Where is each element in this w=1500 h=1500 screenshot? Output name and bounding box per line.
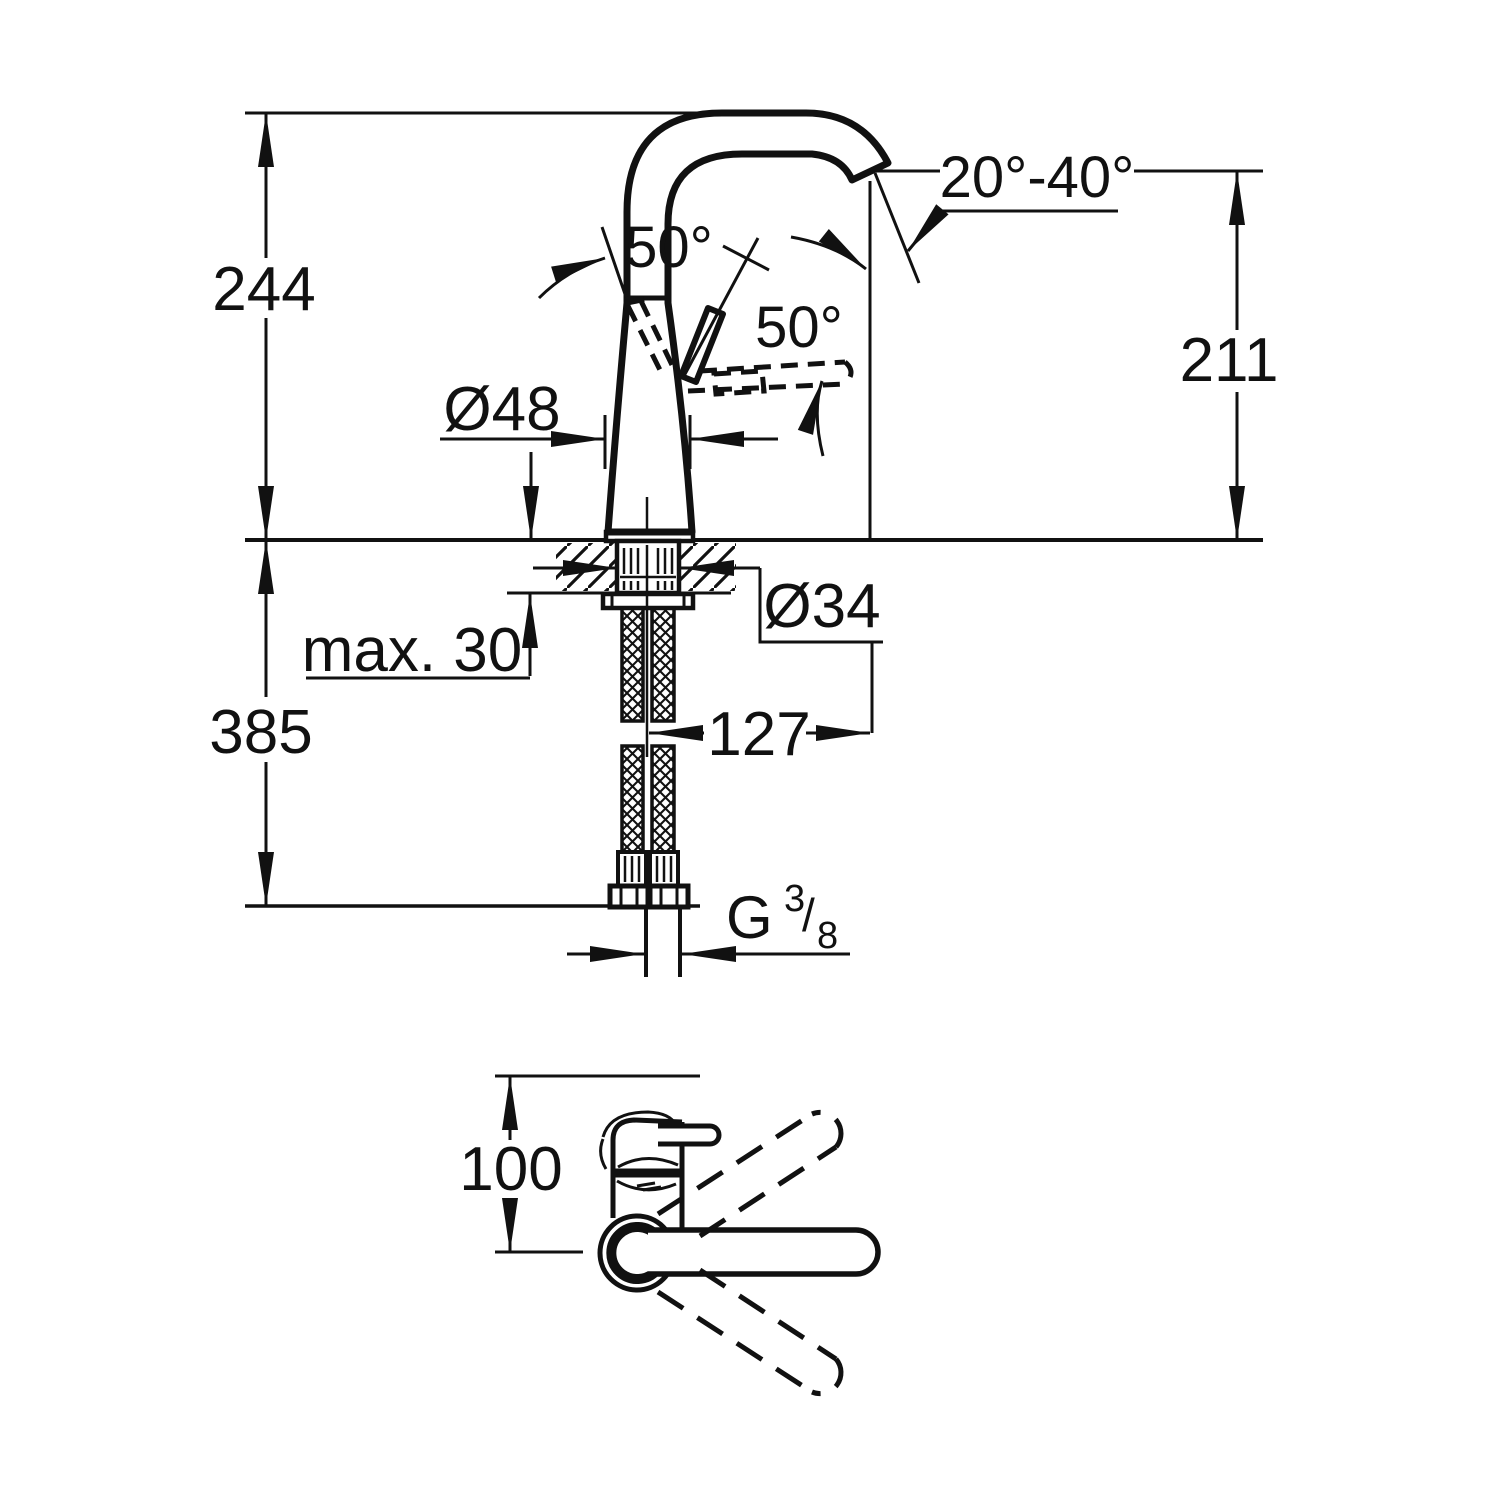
- hose-left-lower: [620, 744, 645, 854]
- label-lever-angle: 50°: [755, 295, 843, 360]
- faucet-side-view: [603, 109, 892, 544]
- lever-front-horizontal: [648, 1227, 881, 1277]
- hose-right-upper: [650, 606, 676, 723]
- lever-end-tick: [624, 296, 645, 306]
- thread-separator: /: [802, 889, 815, 941]
- swivel-arc-right: [790, 229, 867, 271]
- hose-left-upper: [620, 606, 645, 723]
- faucet-body-spout-outline: [604, 109, 892, 536]
- lever-pin-front: [658, 1123, 722, 1147]
- spout-angle-reference-line: [873, 172, 921, 284]
- swivel-limit-tick: [600, 226, 628, 298]
- pivot-cross-mark: [722, 244, 770, 272]
- dim-label-dia34: Ø34: [763, 572, 880, 641]
- dim-label-max30: max. 30: [302, 616, 523, 685]
- hose-connectors: [616, 850, 680, 888]
- hose-nuts: [607, 883, 691, 910]
- dim-label-244: 244: [212, 255, 315, 324]
- thread-denominator: 8: [817, 915, 838, 957]
- hose-right-lower: [650, 744, 676, 854]
- dia34-leader: [758, 568, 883, 644]
- lever-alternate-positions-side: [625, 299, 854, 397]
- swivel-arc-left: [537, 256, 606, 300]
- lever-pivot-line: [682, 237, 760, 377]
- dim-label-385: 385: [209, 698, 312, 767]
- dim-label-211: 211: [1180, 326, 1279, 395]
- angle-range-leader-arrow: [906, 204, 949, 252]
- thread-numerator: 3: [784, 878, 805, 920]
- dim-label-thread: G 3 / 8: [726, 878, 838, 957]
- label-swivel-angle: 50°: [625, 215, 713, 280]
- annotations: [258, 113, 1263, 962]
- dim-label-127: 127: [707, 700, 810, 769]
- faucet-front-view: [495, 1074, 881, 1397]
- thread-prefix: G: [726, 884, 773, 951]
- lever-collar-arc: [606, 1222, 661, 1284]
- lever-lift-arc: [797, 380, 825, 457]
- mounting-assembly: [600, 497, 696, 977]
- dim-label-dia48: Ø48: [443, 375, 560, 444]
- lever-swing-range-dashed: [656, 1109, 844, 1397]
- reference-lines: [245, 111, 1263, 908]
- dim-label-100: 100: [459, 1135, 562, 1204]
- label-angle-range: 20°-40°: [940, 145, 1135, 210]
- front-column: [599, 1110, 722, 1229]
